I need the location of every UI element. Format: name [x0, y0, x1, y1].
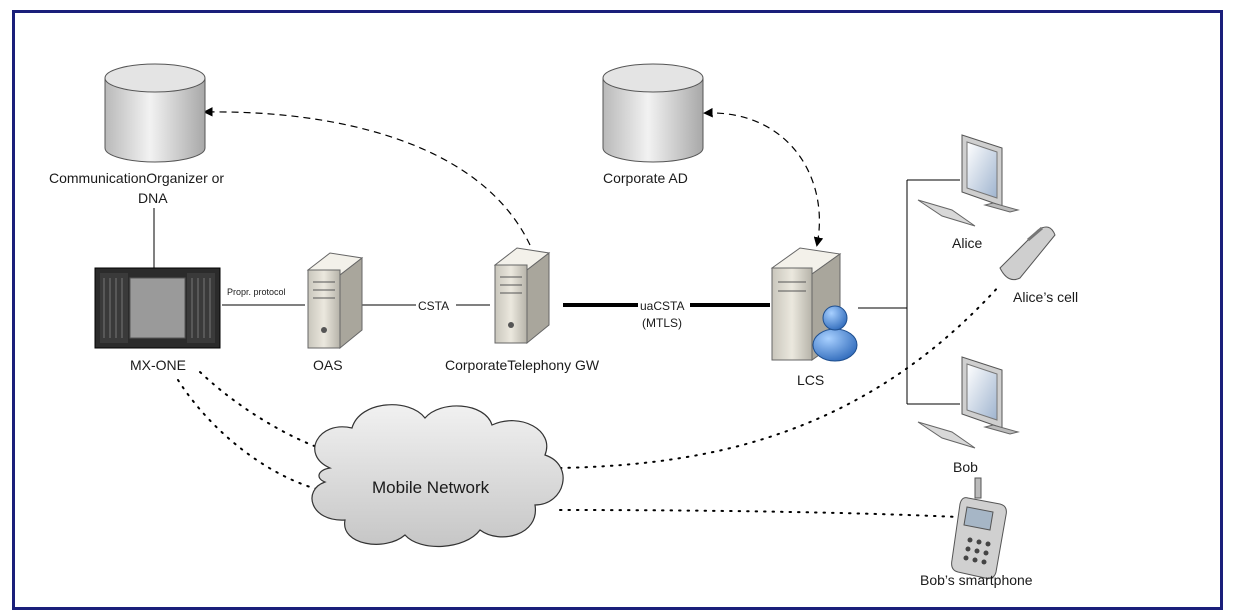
- label-corporate-ad: Corporate AD: [603, 170, 688, 186]
- link-mxone-cloud-dotted-1: [199, 371, 326, 451]
- desktop-computer-icon: [917, 134, 1020, 227]
- label-propr-protocol: Propr. protocol: [227, 287, 286, 297]
- database-icon: [104, 63, 206, 163]
- label-mtls: (MTLS): [642, 316, 682, 330]
- label-oas: OAS: [313, 357, 343, 373]
- label-alice: Alice: [952, 235, 983, 251]
- flip-phone-icon: [999, 226, 1056, 281]
- label-bobs-smartphone: Bob’s smartphone: [920, 572, 1033, 588]
- label-uacsta: uaCSTA: [640, 299, 684, 313]
- server-icon: [306, 252, 364, 350]
- pbx-rack-icon: [94, 267, 221, 349]
- label-dna: DNA: [138, 190, 168, 206]
- label-mx-one: MX-ONE: [130, 357, 186, 373]
- link-gw-organizer-dashed: [203, 107, 531, 246]
- label-corporate-telephony-gw: CorporateTelephony GW: [445, 357, 600, 373]
- link-ad-lcs-dashed: [703, 107, 824, 247]
- desktop-computer-icon: [917, 356, 1020, 449]
- label-csta: CSTA: [418, 299, 449, 313]
- label-alices-cell: Alice’s cell: [1013, 289, 1078, 305]
- label-mobile-network: Mobile Network: [372, 478, 490, 497]
- link-cloud-bobphone-dotted: [559, 509, 959, 518]
- network-diagram: Propr. protocol CSTA uaCSTA (MTLS) Commu…: [49, 63, 1078, 588]
- label-communication-organizer: CommunicationOrganizer or: [49, 170, 224, 186]
- link-labels: Propr. protocol CSTA uaCSTA (MTLS): [225, 286, 690, 330]
- label-bob: Bob: [953, 459, 978, 475]
- connection-lines: [153, 107, 1001, 518]
- database-icon: [602, 63, 704, 163]
- server-icon: [493, 247, 551, 345]
- smartphone-icon: [951, 477, 1007, 579]
- server-user-icon: [770, 247, 858, 362]
- link-mxone-cloud-dotted-2: [177, 379, 321, 491]
- cloud-icon: [311, 404, 564, 547]
- link-cloud-alicecell-dotted: [559, 284, 1001, 469]
- label-lcs: LCS: [797, 372, 824, 388]
